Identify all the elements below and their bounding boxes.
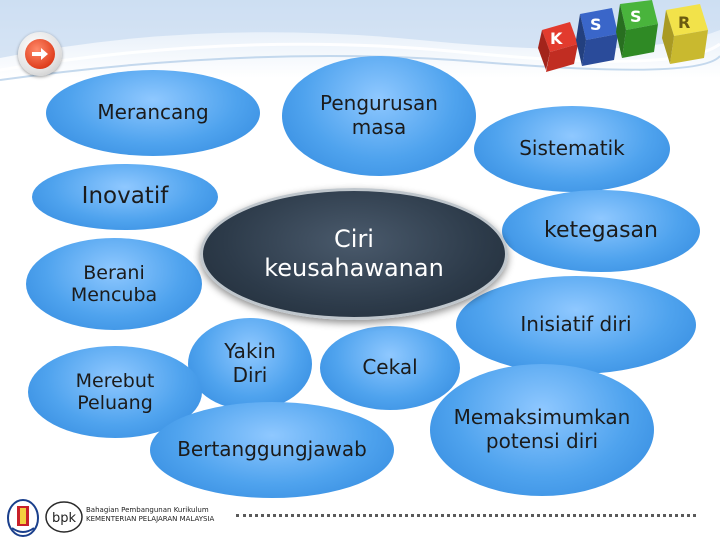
bubble-cekal: Cekal — [320, 326, 460, 410]
cube-letter-s2: S — [630, 7, 642, 26]
cube-k: K — [538, 22, 578, 72]
bpk-logo-text: bpk — [52, 511, 77, 526]
bubble-label: Sistematik — [519, 136, 625, 161]
footer-dotted-line — [236, 514, 696, 517]
arrow-right-icon — [25, 39, 55, 69]
bubble-label: Cekal — [362, 355, 418, 380]
cube-letter-k: K — [550, 29, 563, 48]
footer-org-line-1: Bahagian Pembangunan Kurikulum — [86, 506, 209, 514]
center-label: Ciri keusahawanan — [264, 225, 444, 282]
bubble-label: Berani Mencuba — [70, 261, 158, 306]
bubble-label: Pengurusan masa — [320, 91, 438, 139]
bubble-label: Memaksimumkan potensi diri — [453, 405, 631, 453]
cube-letter-r: R — [678, 13, 690, 32]
cube-s1: S — [576, 8, 618, 66]
next-slide-button[interactable] — [18, 32, 62, 76]
cube-s2: S — [616, 0, 658, 58]
bubble-yakin-diri: Yakin Diri — [188, 318, 312, 410]
footer-org-line-2: KEMENTERIAN PELAJARAN MALAYSIA — [86, 514, 215, 523]
bubble-inovatif: Inovatif — [32, 164, 218, 230]
bubble-merancang: Merancang — [46, 70, 260, 156]
center-ciri-keusahawanan: Ciri keusahawanan — [200, 188, 508, 320]
bubble-label: Merancang — [97, 100, 209, 125]
footer-org-text: Bahagian Pembangunan Kurikulum KEMENTERI… — [86, 506, 214, 524]
bubble-berani-mencuba: Berani Mencuba — [26, 238, 202, 330]
bubble-label: ketegasan — [544, 218, 658, 244]
bubble-memaksimumkan-potensi-diri: Memaksimumkan potensi diri — [430, 364, 654, 496]
bubble-pengurusan-masa: Pengurusan masa — [282, 56, 476, 176]
cube-letter-s1: S — [590, 15, 602, 34]
bubble-label: Merebut Peluang — [75, 369, 155, 414]
bubble-inisiatif-diri: Inisiatif diri — [456, 276, 696, 374]
bubble-sistematik: Sistematik — [474, 106, 670, 192]
bubble-label: Inisiatif diri — [520, 312, 632, 337]
bubble-ketegasan: ketegasan — [502, 190, 700, 272]
bubble-label: Bertanggungjawab — [177, 437, 367, 462]
bubble-label: Yakin Diri — [224, 339, 276, 387]
bpk-logo: bpk — [45, 501, 83, 533]
bubble-label: Inovatif — [81, 183, 169, 210]
ministry-crest-logo — [7, 499, 39, 537]
cube-r: R — [662, 4, 708, 64]
letter-cubes-graphic: K S S R — [538, 0, 708, 72]
bubble-bertanggungjawab: Bertanggungjawab — [150, 402, 394, 498]
